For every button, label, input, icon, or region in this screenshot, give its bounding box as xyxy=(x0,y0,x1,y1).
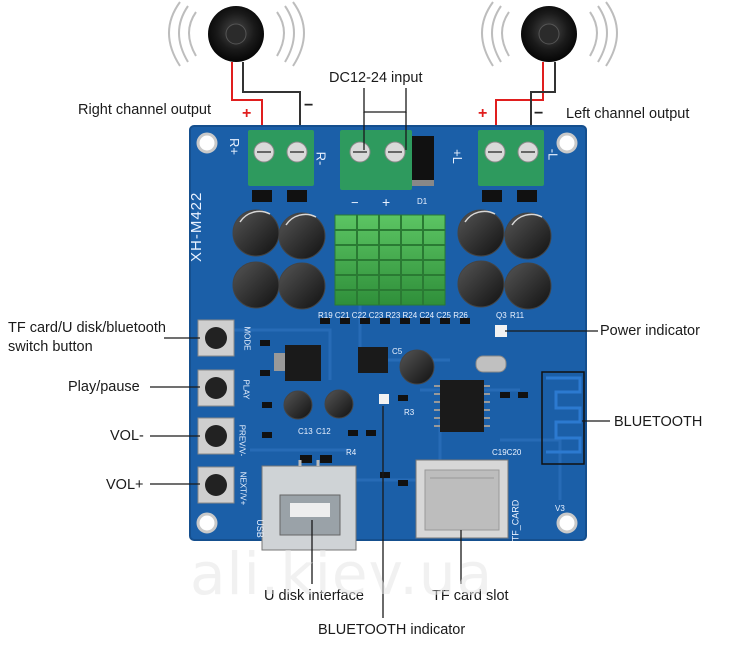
silk-r4: R4 xyxy=(346,448,357,457)
sound-wave-icon xyxy=(168,1,305,67)
tactile-buttons xyxy=(197,319,235,504)
terminal-left xyxy=(478,130,544,202)
speaker-right-icon xyxy=(168,1,305,67)
callout-lines xyxy=(150,88,610,618)
silk-dc-plus: + xyxy=(382,194,391,210)
silk-r3: R3 xyxy=(404,408,415,417)
label-left-channel: Left channel output xyxy=(566,106,690,122)
bluetooth-antenna xyxy=(541,371,585,465)
silk-prev: PREV/V- xyxy=(237,424,247,457)
silk-r-plus: R+ xyxy=(226,138,242,155)
silk-dc-minus: − xyxy=(351,195,359,210)
silk-model: XH-M422 xyxy=(188,191,205,262)
mounting-holes xyxy=(196,132,578,534)
silk-tf-card: TF_CARD xyxy=(510,499,521,542)
watermark: ali.kiev.ua xyxy=(190,540,494,608)
silk-c12: C12 xyxy=(316,427,331,436)
tf-card-slot xyxy=(415,459,509,539)
silk-row-refs: R19 C21 C22 C23 R23 R24 C24 C25 R26 xyxy=(318,311,468,320)
label-switch-button-2: switch button xyxy=(8,339,93,355)
terminal-right xyxy=(248,130,314,202)
silk-r-minus: R- xyxy=(313,151,329,166)
silk-mode: MODE xyxy=(242,326,252,351)
label-dc-input: DC12-24 input xyxy=(329,70,423,86)
sound-wave-icon xyxy=(481,1,618,67)
silk-q3: Q3 xyxy=(496,311,507,320)
silk-c19: C19C20 xyxy=(492,448,522,457)
silk-play: PLAY xyxy=(241,379,251,400)
smd-components xyxy=(260,318,528,486)
label-bluetooth: BLUETOOTH xyxy=(614,414,703,430)
label-bt-indicator: BLUETOOTH indicator xyxy=(318,622,466,638)
silk-next: NEXT/V+ xyxy=(238,471,248,506)
label-vol-plus: VOL+ xyxy=(106,477,144,493)
left-minus-mark: − xyxy=(534,105,544,122)
silk-l-plus: +L xyxy=(449,149,465,164)
silk-d1: D1 xyxy=(417,197,428,206)
silk-r11: R11 xyxy=(510,311,525,320)
left-plus-mark: + xyxy=(478,105,488,122)
label-switch-button: TF card/U disk/bluetooth xyxy=(8,320,166,336)
label-vol-minus: VOL- xyxy=(110,428,144,444)
silk-v3: V3 xyxy=(555,504,565,513)
capacitors xyxy=(232,209,552,420)
right-plus-mark: + xyxy=(242,105,252,122)
speaker-left-icon xyxy=(481,1,618,67)
terminal-dc xyxy=(340,130,434,190)
silk-c5: C5 xyxy=(392,347,403,356)
label-u-disk: U disk interface xyxy=(264,588,364,604)
label-tf-slot: TF card slot xyxy=(432,588,509,604)
silk-l-minus: -L xyxy=(545,148,561,161)
usb-port xyxy=(261,460,357,551)
chips xyxy=(274,325,507,432)
silk-c13: C13 xyxy=(298,427,313,436)
label-play-pause: Play/pause xyxy=(68,379,140,395)
heatsink xyxy=(334,214,446,306)
silk-usb: USB xyxy=(254,519,265,538)
right-minus-mark: − xyxy=(304,97,314,114)
label-right-channel: Right channel output xyxy=(78,102,212,118)
label-power-indicator: Power indicator xyxy=(600,323,700,339)
